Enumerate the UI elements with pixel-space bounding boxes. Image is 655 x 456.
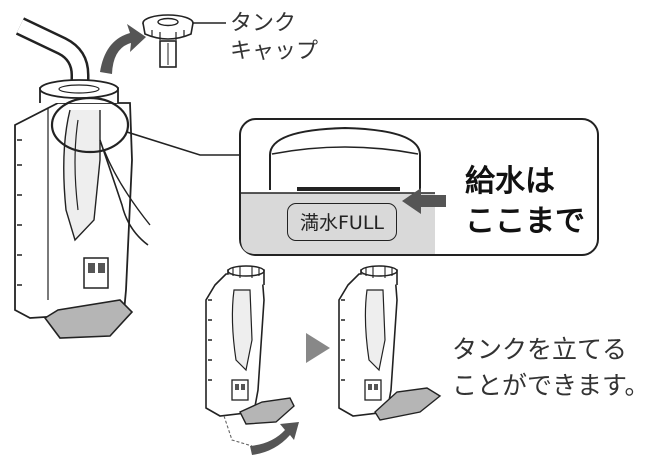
small-tank-standing: [338, 265, 442, 421]
tank-cap-label-line2: キャップ: [230, 39, 319, 65]
fill-stop-label-line2: ここまで: [465, 203, 585, 239]
fill-stop-label: 給水は ここまで: [465, 162, 585, 241]
tank-cap-label-line1: タンク: [230, 11, 297, 36]
tank-cap-label: タンク キャップ: [230, 10, 318, 66]
magnifier: [50, 96, 255, 156]
rotate-arrow-icon: [250, 422, 299, 455]
tank-cap-icon: [142, 14, 194, 68]
curved-arrow-icon: [100, 24, 146, 74]
small-tank-tilted: [205, 265, 299, 455]
full-mark-label: 満水FULL: [287, 203, 397, 241]
stand-note-line2: ことができます。: [452, 371, 650, 401]
stand-note-label: タンクを立てる ことができます。: [452, 332, 650, 405]
stand-note-line1: タンクを立てる: [452, 335, 628, 364]
fill-arrow-icon: [402, 188, 446, 214]
large-tank: [14, 79, 151, 339]
next-step-arrow-icon: [306, 333, 330, 363]
fill-stop-label-line1: 給水は: [465, 164, 555, 199]
